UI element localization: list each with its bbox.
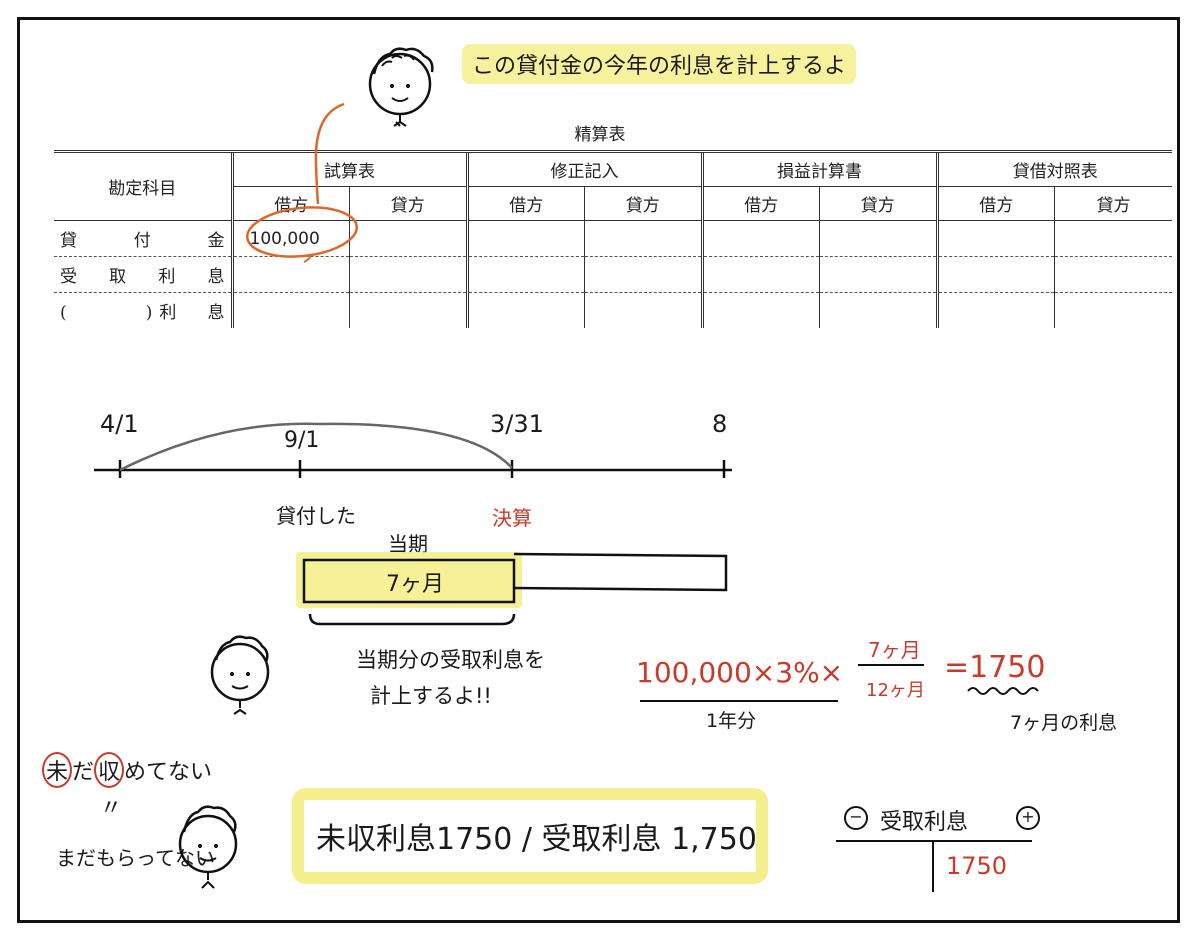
lent-label: 貸付した: [276, 500, 356, 529]
face-icon-middle: [200, 630, 280, 720]
end-text: めてない: [124, 760, 212, 785]
account-interest-received: 受 取 利 息: [54, 257, 232, 293]
annual-note: 1年分: [706, 706, 756, 733]
result-wavy-underline: [966, 684, 1046, 698]
account-loan: 貸 付 金: [54, 221, 232, 257]
calc-denominator: 12ヶ月: [866, 676, 925, 702]
credit-header: 貸方: [1055, 187, 1173, 221]
debit-header: 借方: [702, 187, 820, 221]
section-income-statement: 損益計算書: [702, 152, 937, 187]
settlement-label: 決算: [492, 502, 532, 531]
table-row: 貸 付 金 100,000: [54, 221, 1172, 257]
result-note: 7ヶ月の利息: [1010, 708, 1117, 735]
worksheet-table: 勘定科目 試算表 修正記入 損益計算書 貸借対照表 借方 貸方 借方 貸方 借方…: [54, 150, 1172, 328]
t-account-hline: [836, 840, 1032, 842]
ditto-mark: 〃: [100, 790, 122, 822]
shu-char: 収: [94, 752, 124, 788]
subject-header: 勘定科目: [54, 152, 232, 221]
table-row: 受 取 利 息: [54, 257, 1172, 293]
calc-numerator: 7ヶ月: [868, 634, 921, 663]
note-line2: 計上するよ!!: [370, 680, 492, 710]
journal-entry: 未収利息1750 / 受取利息 1,750: [316, 814, 757, 858]
not-yet-received-note: 未だ収めてない: [42, 752, 212, 788]
worksheet-title: 精算表: [0, 120, 1200, 145]
t-account-title: 受取利息: [880, 804, 968, 836]
timeline-label-next: 8: [712, 410, 727, 438]
annual-underline: [640, 700, 838, 702]
mi-char: 未: [42, 752, 72, 788]
face-icon-bottom: [168, 800, 248, 895]
timeline-label-start: 4/1: [100, 410, 139, 438]
orange-annotation: [240, 100, 380, 270]
months-label: 7ヶ月: [386, 566, 444, 598]
table-row: ( )利 息: [54, 293, 1172, 329]
account-blank-interest: ( )利 息: [54, 293, 232, 329]
timeline-label-end: 3/31: [490, 410, 544, 438]
credit-header: 貸方: [585, 187, 703, 221]
section-adjustments: 修正記入: [467, 152, 702, 187]
fraction-bar: [858, 664, 924, 666]
timeline-label-lend: 9/1: [284, 428, 319, 453]
t-account-minus: −: [844, 806, 868, 830]
credit-header: 貸方: [820, 187, 938, 221]
calc-result: =1750: [944, 650, 1045, 685]
mid-text: だ: [72, 760, 94, 785]
t-account-plus: +: [1016, 806, 1040, 830]
debit-header: 借方: [937, 187, 1055, 221]
t-account-amount: 1750: [946, 852, 1007, 880]
speech-text: この貸付金の今年の利息を計上するよ: [462, 44, 856, 84]
section-balance-sheet: 貸借対照表: [937, 152, 1172, 187]
t-account-vline: [932, 840, 934, 892]
debit-header: 借方: [467, 187, 585, 221]
timeline: [90, 400, 750, 480]
calc-left: 100,000×3%×: [636, 656, 843, 689]
note-line1: 当期分の受取利息を: [356, 644, 545, 674]
